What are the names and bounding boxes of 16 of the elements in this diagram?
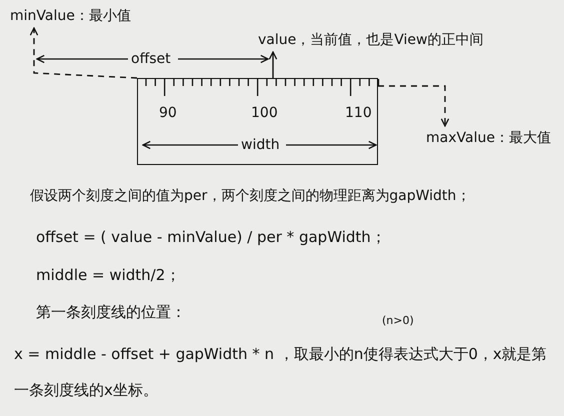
arrow xyxy=(268,51,278,78)
formula-text: offset = ( value - minValue) / per * gapWidth； xyxy=(36,228,386,246)
value-label: value，当前值，也是View的正中间 xyxy=(258,32,484,48)
note-text: 第一条刻度线的位置： xyxy=(36,303,186,321)
formula-text: middle = width/2； xyxy=(36,266,180,284)
formula-text: x = middle - offset + gapWidth * n ，取最小的n使得表达式大于0，x就是第一条刻度线的x坐标。 xyxy=(14,344,548,401)
arrow xyxy=(378,85,450,127)
tick-label: 90 xyxy=(159,104,177,122)
min-value-label: minValue：最小值 xyxy=(10,8,131,24)
max-value-label: maxValue：最大值 xyxy=(426,130,551,146)
note-text: 假设两个刻度之间的值为per，两个刻度之间的物理距离为gapWidth； xyxy=(30,187,470,205)
tick-label: 100 xyxy=(251,104,278,122)
condition-note: (n>0) xyxy=(382,313,414,329)
tick-label: 110 xyxy=(345,104,372,122)
arrow xyxy=(30,27,138,79)
ruler-box xyxy=(137,78,378,165)
